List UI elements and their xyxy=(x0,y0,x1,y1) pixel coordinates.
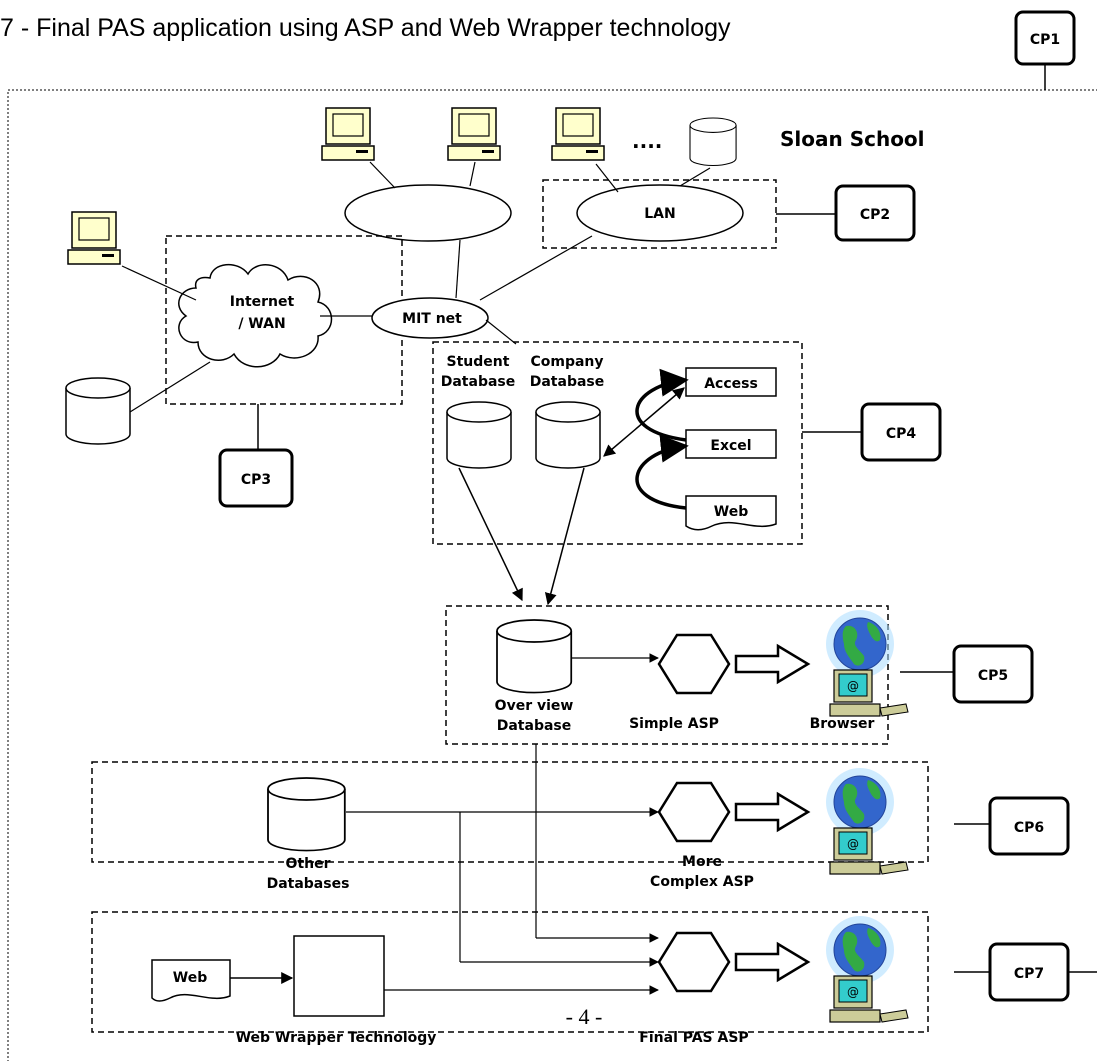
cp6-box xyxy=(988,796,1070,856)
cp3-label: CP3 xyxy=(241,472,271,488)
cp7-label: CP7 xyxy=(1014,966,1044,982)
database-icon xyxy=(65,377,131,445)
wan-label: / WAN xyxy=(238,316,285,332)
cp2-label: CP2 xyxy=(860,207,890,223)
final-asp-label: Final PAS ASP xyxy=(639,1030,748,1046)
final-asp-hexagon xyxy=(657,931,731,993)
sloan-school-label: Sloan School xyxy=(780,127,925,151)
web-source-label: Web xyxy=(173,970,207,986)
simple-asp-group-frame xyxy=(445,605,889,745)
complex-asp-label-1: More xyxy=(682,854,722,870)
web-wrapper-label: Web Wrapper Technology xyxy=(236,1030,437,1046)
web-doc-label: Web xyxy=(714,504,748,520)
overview-label-1: Over view xyxy=(495,698,574,714)
student-database-icon xyxy=(446,401,512,469)
mitnet-label: MIT net xyxy=(402,311,462,327)
network-ellipse xyxy=(344,184,512,242)
web-document xyxy=(685,495,777,531)
browser-globe-icon xyxy=(825,767,909,875)
access-label: Access xyxy=(704,376,758,392)
lan-label: LAN xyxy=(644,206,675,222)
outer-dotted-frame xyxy=(7,89,1097,1061)
complex-asp-group-frame xyxy=(91,761,929,863)
ellipsis-label: .... xyxy=(632,129,662,153)
company-database-icon xyxy=(535,401,601,469)
other-db-label-2: Databases xyxy=(267,876,350,892)
company-db-label-1: Company xyxy=(530,354,603,370)
internet-cloud xyxy=(178,264,333,368)
database-icon xyxy=(689,117,737,167)
mitnet-ellipse xyxy=(371,297,489,339)
student-db-label-2: Database xyxy=(441,374,516,390)
page-number: - 4 - xyxy=(566,1004,603,1029)
cp3-box xyxy=(218,448,294,508)
workstation-icon xyxy=(447,107,501,161)
web-wrapper-box xyxy=(293,935,385,1017)
complex-asp-label-2: Complex ASP xyxy=(650,874,754,890)
workstation-icon xyxy=(551,107,605,161)
cp4-label: CP4 xyxy=(886,426,917,442)
browser-globe-icon xyxy=(825,915,909,1023)
internet-label: Internet xyxy=(230,294,295,310)
overview-database-icon xyxy=(496,619,573,694)
database-group-frame xyxy=(432,341,803,545)
output-arrow-icon xyxy=(734,942,810,982)
cp4-box xyxy=(860,402,942,462)
cp6-label: CP6 xyxy=(1014,820,1044,836)
excel-label: Excel xyxy=(710,438,751,454)
workstation-icon xyxy=(67,211,121,265)
output-arrow-icon xyxy=(734,792,810,832)
simple-asp-label: Simple ASP xyxy=(629,716,719,732)
browser-label: Browser xyxy=(810,716,875,732)
excel-box xyxy=(685,429,777,459)
cp5-label: CP5 xyxy=(978,668,1008,684)
company-db-label-2: Database xyxy=(530,374,605,390)
diagram-title: 7 - Final PAS application using ASP and … xyxy=(0,14,731,42)
complex-asp-hexagon xyxy=(657,781,731,843)
cp1-label: CP1 xyxy=(1030,32,1060,48)
student-db-label-1: Student xyxy=(447,354,510,370)
other-database-icon xyxy=(267,777,346,852)
browser-globe-icon xyxy=(825,609,909,717)
other-db-label-1: Other xyxy=(286,856,331,872)
overview-label-2: Database xyxy=(497,718,572,734)
output-arrow-icon xyxy=(734,644,810,684)
web-source-document xyxy=(151,959,231,1002)
lan-ellipse xyxy=(576,184,744,242)
cp2-box xyxy=(834,184,916,242)
final-asp-group-frame xyxy=(91,911,929,1033)
cp5-box xyxy=(952,644,1034,704)
workstation-icon xyxy=(321,107,375,161)
simple-asp-hexagon xyxy=(657,633,731,695)
